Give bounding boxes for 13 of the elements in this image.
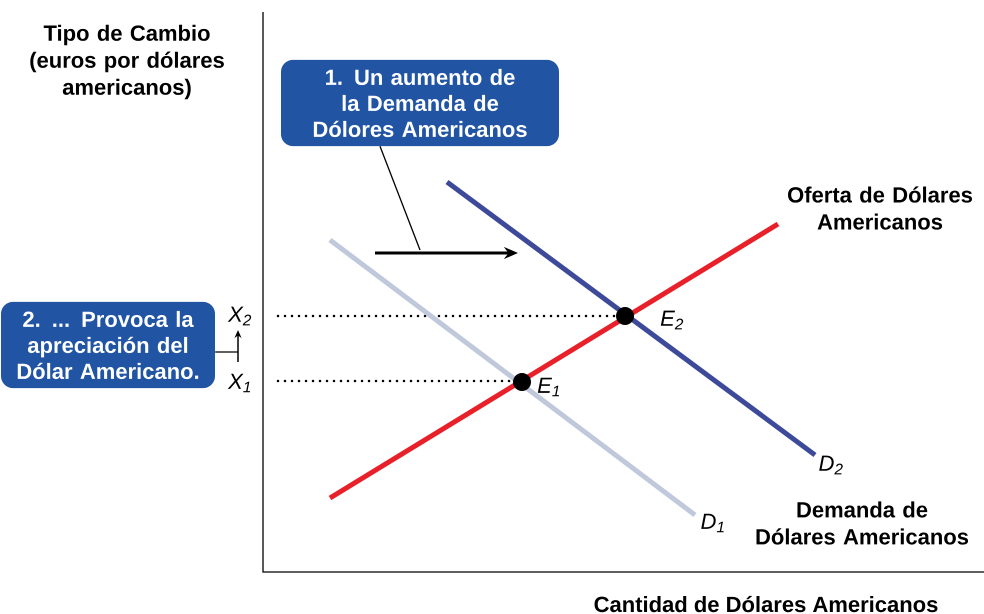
curve-label: Oferta de Dólares Americanos xyxy=(788,186,972,230)
curve-label: D$_{2}$ xyxy=(819,456,843,474)
curve-label: Demanda de Dólares Americanos xyxy=(756,501,968,545)
point-label: X$_{1}$ xyxy=(228,374,250,392)
axis-title: Cantidad de Dólares Americanos xyxy=(594,596,938,612)
axis-title: Tipo de Cambio (euros por dólares americanos) xyxy=(30,24,224,100)
point-label: E$_{2}$ xyxy=(660,310,684,330)
leader-line xyxy=(379,146,421,250)
callout-box: 1. Un aumento de la Demanda de Dólores Americanos xyxy=(281,60,559,146)
curve-label: D$_{1}$ xyxy=(701,514,724,532)
callout-box: 2. ... Provoca la apreciación del Dólar Americano. xyxy=(1,302,215,388)
point-label: E$_{1}$ xyxy=(538,378,560,396)
leader-line xyxy=(215,351,238,353)
